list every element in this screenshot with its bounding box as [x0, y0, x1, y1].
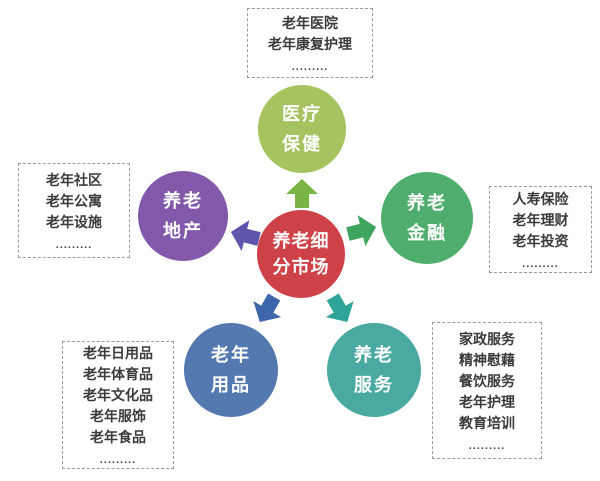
- box-item: 人寿保险: [512, 190, 569, 207]
- box-item: 老年理财: [512, 211, 569, 228]
- box-item: 老年文化品: [83, 387, 153, 403]
- box-products-items: 老年日用品 老年体育品 老年文化品 老年服饰 老年食品 .........: [63, 342, 173, 468]
- box-realestate-items: 老年社区 老年公寓 老年设施 .........: [19, 164, 129, 257]
- node-label: 用品: [211, 375, 251, 395]
- arrow-lower-left-icon: [253, 293, 282, 323]
- arrow-upper-left-icon: [230, 220, 261, 252]
- node-realestate: 养老 地产: [138, 171, 228, 261]
- node-center: 养老细 分市场: [257, 210, 345, 298]
- box-item-dots: .........: [468, 439, 506, 452]
- box-item: 老年服饰: [90, 408, 146, 424]
- node-label: 服务: [354, 375, 394, 395]
- node-services: 养老 服务: [327, 323, 421, 417]
- box-item: 老年护理: [459, 393, 515, 410]
- box-realestate: 老年社区 老年公寓 老年设施 .........: [18, 163, 130, 258]
- box-item: 老年设施: [46, 213, 102, 230]
- box-item: 家政服务: [459, 330, 515, 347]
- node-label: 养老: [407, 193, 447, 213]
- box-medical: 老年医院 老年康复护理 .........: [247, 8, 373, 78]
- node-label: 地产: [163, 221, 203, 241]
- box-finance: 人寿保险 老年理财 老年投资 .........: [489, 186, 592, 273]
- node-medical: 医疗 保健: [258, 85, 346, 173]
- node-label: 老年: [211, 345, 251, 365]
- arrow-lower-right-icon: [325, 293, 354, 323]
- arrow-up-icon: [286, 179, 318, 208]
- box-item: 老年日用品: [83, 345, 153, 361]
- box-finance-items: 人寿保险 老年理财 老年投资 .........: [490, 187, 591, 272]
- box-item: 老年体育品: [83, 366, 153, 382]
- box-item-dots: .........: [291, 60, 329, 73]
- arrow-upper-right-icon: [346, 215, 377, 247]
- box-item-dots: .........: [99, 454, 137, 466]
- box-item: 老年食品: [90, 429, 146, 445]
- center-label: 养老细: [272, 231, 330, 251]
- node-products: 老年 用品: [184, 323, 278, 417]
- box-item: 老年社区: [46, 171, 102, 188]
- node-label: 养老: [163, 191, 203, 211]
- box-item: 餐饮服务: [459, 372, 515, 389]
- node-finance: 养老 金融: [381, 172, 473, 264]
- node-label: 养老: [354, 345, 394, 365]
- box-item: 精神慰藉: [459, 351, 515, 368]
- node-label: 医疗: [282, 104, 322, 124]
- box-item: 老年公寓: [46, 192, 102, 209]
- box-item: 老年医院: [282, 14, 338, 31]
- box-services-items: 家政服务 精神慰藉 餐饮服务 老年护理 教育培训 .........: [433, 323, 541, 458]
- box-item: 老年投资: [512, 232, 569, 249]
- box-item-dots: .........: [522, 257, 559, 270]
- center-label: 分市场: [272, 257, 330, 277]
- node-label: 金融: [407, 223, 447, 243]
- box-medical-items: 老年医院 老年康复护理 .........: [248, 9, 372, 77]
- box-item: 老年康复护理: [268, 35, 352, 52]
- node-label: 保健: [282, 134, 322, 154]
- box-item-dots: .........: [55, 238, 93, 251]
- box-products: 老年日用品 老年体育品 老年文化品 老年服饰 老年食品 .........: [62, 341, 174, 469]
- box-services: 家政服务 精神慰藉 餐饮服务 老年护理 教育培训 .........: [432, 322, 542, 459]
- box-item: 教育培训: [459, 414, 515, 431]
